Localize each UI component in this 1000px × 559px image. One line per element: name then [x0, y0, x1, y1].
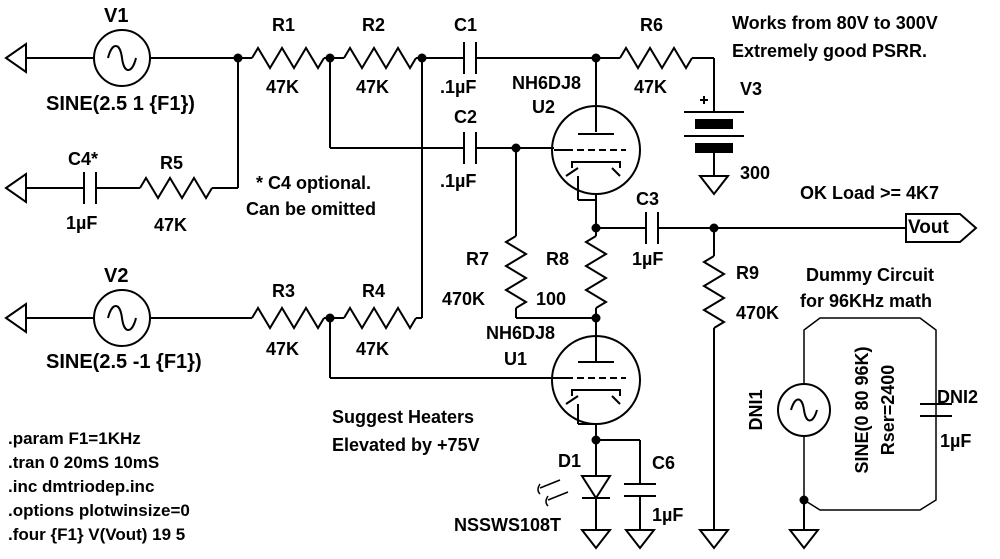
- note-c4-optional: * C4 optional.: [256, 173, 372, 193]
- c6-name-label: C6: [652, 453, 676, 473]
- v2-value-label: SINE(2.5 -1 {F1}): [46, 351, 202, 373]
- c2-name-label: C2: [454, 107, 478, 127]
- note-works-from: Works from 80V to 300V: [732, 13, 938, 33]
- c4-capacitor-symbol: [80, 172, 140, 204]
- r2-name-label: R2: [362, 15, 386, 35]
- directive-inc: .inc dmtriodep.inc: [8, 477, 155, 496]
- dni2-name-label: DNI2: [937, 387, 979, 407]
- r7-value-label: 470K: [442, 289, 486, 309]
- c2-capacitor-symbol: [329, 58, 554, 164]
- r7-name-label: R7: [466, 249, 490, 269]
- vout-port-label: Vout: [908, 217, 949, 238]
- junction-r8-anode: [591, 313, 601, 323]
- u2-model-label: NH6DJ8: [512, 73, 582, 93]
- r9-value-label: 470K: [736, 303, 780, 323]
- c3-capacitor-symbol: [596, 212, 906, 244]
- directive-tran: .tran 0 20mS 10mS: [8, 453, 160, 472]
- u1-model-label: NH6DJ8: [486, 323, 556, 343]
- c3-value-label: 1µF: [632, 249, 664, 269]
- u2-name-label: U2: [532, 97, 556, 117]
- v2-source-symbol: [93, 289, 250, 347]
- r5-resistor-symbol: [139, 58, 239, 200]
- r5-name-label: R5: [160, 153, 184, 173]
- c3-name-label: C3: [636, 189, 660, 209]
- directive-four: .four {F1} V(Vout) 19 5: [8, 525, 186, 544]
- dummy-circuit-loop: [777, 317, 952, 550]
- r8-resistor-symbol: [584, 228, 608, 348]
- v2-name-label: V2: [104, 265, 129, 287]
- dni1-name-label: DNI1: [746, 389, 766, 431]
- ground-symbol-v1: [4, 42, 94, 74]
- c1-capacitor-symbol: [463, 42, 596, 74]
- directive-param: .param F1=1KHz: [8, 429, 141, 448]
- directive-options: .options plotwinsize=0: [8, 501, 190, 520]
- note-ok-load: OK Load >= 4K7: [800, 183, 940, 203]
- c6-value-label: 1µF: [652, 505, 684, 525]
- u1-name-label: U1: [504, 349, 528, 369]
- u1-grid-wire: [329, 318, 566, 379]
- vout-port-symbol: [905, 213, 978, 243]
- note-psrr: Extremely good PSRR.: [732, 41, 928, 61]
- v1-value-label: SINE(2.5 1 {F1}): [46, 93, 195, 115]
- note-heaters-line1: Suggest Heaters: [332, 407, 475, 427]
- r7-resistor-symbol: [504, 148, 596, 319]
- d1-model-label: NSSWS108T: [454, 515, 562, 535]
- ground-symbol-v2: [4, 302, 94, 334]
- v3-value-label: 300: [740, 163, 771, 183]
- r1-value-label: 47K: [266, 77, 300, 97]
- r3-value-label: 47K: [266, 339, 300, 359]
- c1-value-label: .1µF: [440, 77, 477, 97]
- r4-name-label: R4: [362, 281, 386, 301]
- r2-resistor-symbol: [330, 46, 464, 70]
- junction-r1-r5: [233, 53, 243, 63]
- note-can-be-omitted: Can be omitted: [246, 199, 377, 219]
- v1-source-symbol: [93, 29, 238, 87]
- r8-value-label: 100: [536, 289, 567, 309]
- r3-resistor-symbol: [238, 306, 330, 330]
- r6-value-label: 47K: [634, 77, 668, 97]
- u1-triode-symbol: [551, 335, 641, 440]
- r1-name-label: R1: [272, 15, 296, 35]
- u2-triode-symbol: [551, 58, 641, 228]
- r4-value-label: 47K: [356, 339, 390, 359]
- note-dummy-line1: Dummy Circuit: [806, 265, 935, 285]
- c2-value-label: .1µF: [440, 171, 477, 191]
- c4-name-label: C4*: [68, 149, 99, 169]
- led-light-icon: [537, 479, 569, 507]
- d1-diode-symbol: [579, 440, 613, 550]
- r3-name-label: R3: [272, 281, 296, 301]
- note-dummy-line2: for 96KHz math: [800, 291, 933, 311]
- note-heaters-line2: Elevated by +75V: [332, 435, 480, 455]
- c6-capacitor-symbol: [596, 439, 657, 550]
- c1-name-label: C1: [454, 15, 478, 35]
- dni1-rser-label: Rser=2400: [878, 364, 898, 456]
- v1-name-label: V1: [104, 5, 129, 27]
- v3-battery-symbol: [684, 96, 744, 196]
- dni1-value-label: SINE(0 80 96K): [852, 346, 872, 474]
- dni2-value-label: 1µF: [940, 431, 972, 451]
- r9-resistor-symbol: [697, 228, 731, 550]
- junction-dummy: [799, 495, 809, 505]
- c4-value-label: 1µF: [66, 213, 98, 233]
- r6-name-label: R6: [640, 15, 664, 35]
- r1-resistor-symbol: [238, 46, 330, 70]
- r5-value-label: 47K: [154, 215, 188, 235]
- ground-symbol-c4: [4, 172, 80, 204]
- r2-value-label: 47K: [356, 77, 390, 97]
- v3-name-label: V3: [740, 79, 763, 99]
- r8-name-label: R8: [546, 249, 570, 269]
- d1-name-label: D1: [558, 451, 582, 471]
- r9-name-label: R9: [736, 263, 760, 283]
